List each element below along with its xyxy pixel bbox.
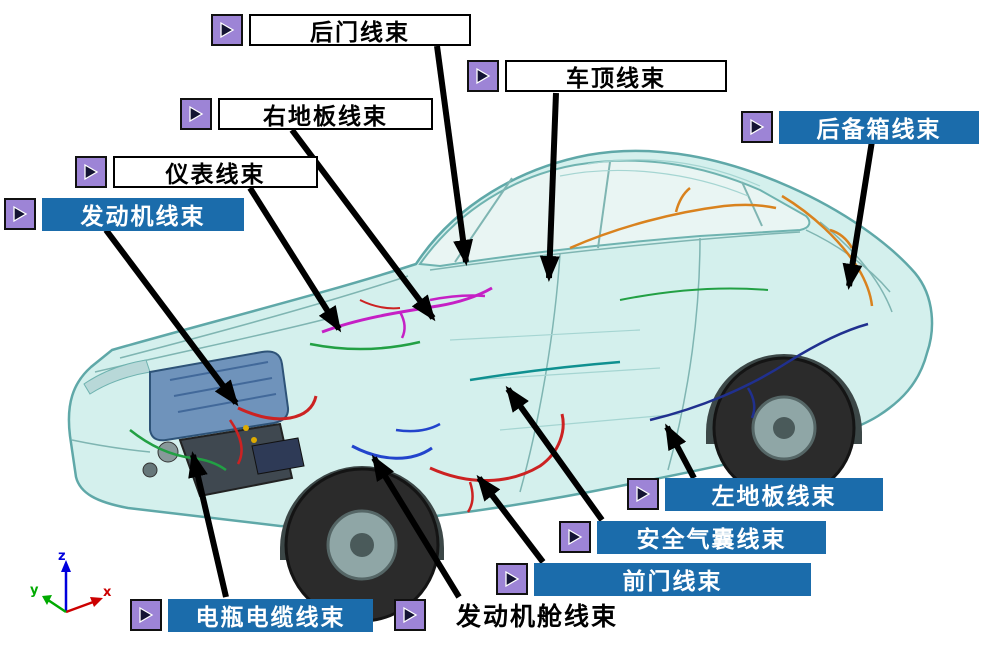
label-trunk-harness: 后备箱线束 [779, 110, 979, 144]
harness-marker-icon [741, 111, 773, 143]
arrow-engine-bay-harness [371, 454, 462, 599]
callout-battery-cable-harness: 电瓶电缆线束 [130, 597, 373, 633]
engine-block [142, 350, 305, 498]
triangle-icon [189, 105, 204, 123]
harness-marker-icon [559, 521, 591, 553]
harness-marker-icon [211, 14, 243, 46]
harness-marker-icon [496, 563, 528, 595]
rear-wheel [706, 354, 862, 500]
label-instrument-harness: 仪表线束 [113, 156, 318, 188]
callout-trunk-harness: 后备箱线束 [741, 109, 979, 145]
label-battery-cable-harness: 电瓶电缆线束 [168, 598, 373, 632]
triangle-icon [220, 21, 235, 39]
triangle-icon [750, 118, 765, 136]
triangle-icon [84, 163, 99, 181]
arrow-rear-door-harness [434, 45, 473, 266]
arrow-roof-harness [539, 92, 560, 282]
triangle-icon [139, 606, 154, 624]
label-engine-harness: 发动机线束 [42, 197, 244, 231]
triangle-icon [476, 67, 491, 85]
callout-engine-bay-harness: 发动机舱线束 [394, 597, 642, 633]
triangle-icon [505, 570, 520, 588]
frame-ribs [449, 159, 761, 431]
greenhouse [418, 159, 811, 268]
arrow-front-door-harness [476, 474, 546, 564]
label-roof-harness: 车顶线束 [505, 60, 727, 92]
front-wheel [280, 466, 444, 623]
label-airbag-harness: 安全气囊线束 [597, 520, 826, 554]
arrow-left-floor-harness [664, 423, 697, 480]
arrow-instrument-harness [247, 186, 342, 333]
callout-engine-harness: 发动机线束 [4, 196, 244, 232]
battery [251, 437, 305, 475]
label-left-floor-harness: 左地板线束 [665, 477, 883, 511]
callout-left-floor-harness: 左地板线束 [627, 476, 883, 512]
label-rear-door-harness: 后门线束 [249, 14, 471, 46]
triangle-icon [568, 528, 583, 546]
harness-marker-icon [130, 599, 162, 631]
harness-marker-icon [394, 599, 426, 631]
harness-marker-icon [467, 60, 499, 92]
label-front-door-harness: 前门线束 [534, 562, 811, 596]
arrow-battery-cable-harness [188, 451, 229, 598]
triangle-icon [13, 205, 28, 223]
callout-roof-harness: 车顶线束 [467, 58, 727, 94]
callout-right-floor-harness: 右地板线束 [180, 96, 433, 132]
label-right-floor-harness: 右地板线束 [218, 98, 433, 130]
arrow-trunk-harness [842, 140, 875, 290]
harness-marker-icon [4, 198, 36, 230]
label-engine-bay-harness: 发动机舱线束 [432, 599, 642, 631]
axis-y-label: y [30, 583, 39, 598]
callout-rear-door-harness: 后门线束 [211, 12, 471, 48]
harness-marker-icon [75, 156, 107, 188]
axis-x-label: x [103, 585, 112, 600]
callout-airbag-harness: 安全气囊线束 [559, 519, 826, 555]
axis-indicator: z x y [30, 549, 112, 614]
callout-front-door-harness: 前门线束 [496, 561, 811, 597]
harness-marker-icon [627, 478, 659, 510]
arrow-airbag-harness [505, 385, 605, 522]
triangle-icon [403, 606, 418, 624]
callout-instrument-harness: 仪表线束 [75, 154, 318, 190]
harness-marker-icon [180, 98, 212, 130]
triangle-icon [636, 485, 651, 503]
arrow-engine-harness [103, 228, 239, 407]
axis-z-label: z [58, 549, 66, 564]
